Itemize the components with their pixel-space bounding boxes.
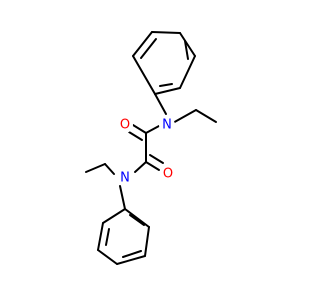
bond <box>129 214 145 226</box>
nitrogen-atom-top: N <box>159 117 175 133</box>
bond <box>132 124 147 134</box>
atom-symbol: O <box>120 118 130 133</box>
bonds <box>85 31 217 265</box>
atom-symbol: N <box>162 118 172 133</box>
bond <box>102 208 126 224</box>
nitrogen-atom-bottom: N <box>117 170 133 186</box>
oxygen-atom-bottom: O <box>160 166 176 182</box>
bond <box>105 228 110 246</box>
bond <box>85 163 106 173</box>
bond <box>170 109 197 125</box>
bond <box>140 38 157 59</box>
bond <box>119 185 126 210</box>
bond <box>154 93 167 115</box>
bond <box>128 131 143 141</box>
atom-symbol: O <box>163 167 173 182</box>
bond <box>151 31 181 34</box>
bond <box>104 163 115 175</box>
bond <box>97 249 118 265</box>
oxygen-atom-top: O <box>117 117 133 133</box>
bond <box>154 87 181 95</box>
bond <box>116 255 146 265</box>
bond <box>145 125 160 134</box>
bond <box>134 161 147 173</box>
bond <box>184 40 189 60</box>
atom-symbol: N <box>120 171 130 186</box>
bond <box>145 161 160 171</box>
bond <box>195 109 217 123</box>
molecule-structure: O N O N <box>85 31 217 265</box>
bond <box>179 55 196 89</box>
bond <box>97 222 104 251</box>
bond <box>179 32 196 57</box>
bond <box>124 208 150 228</box>
bond <box>149 154 164 164</box>
bond <box>122 250 142 258</box>
atom-labels: O N O N <box>117 117 176 186</box>
bond <box>144 226 150 257</box>
bond <box>132 31 153 57</box>
bond <box>132 55 156 95</box>
bond <box>159 83 173 87</box>
